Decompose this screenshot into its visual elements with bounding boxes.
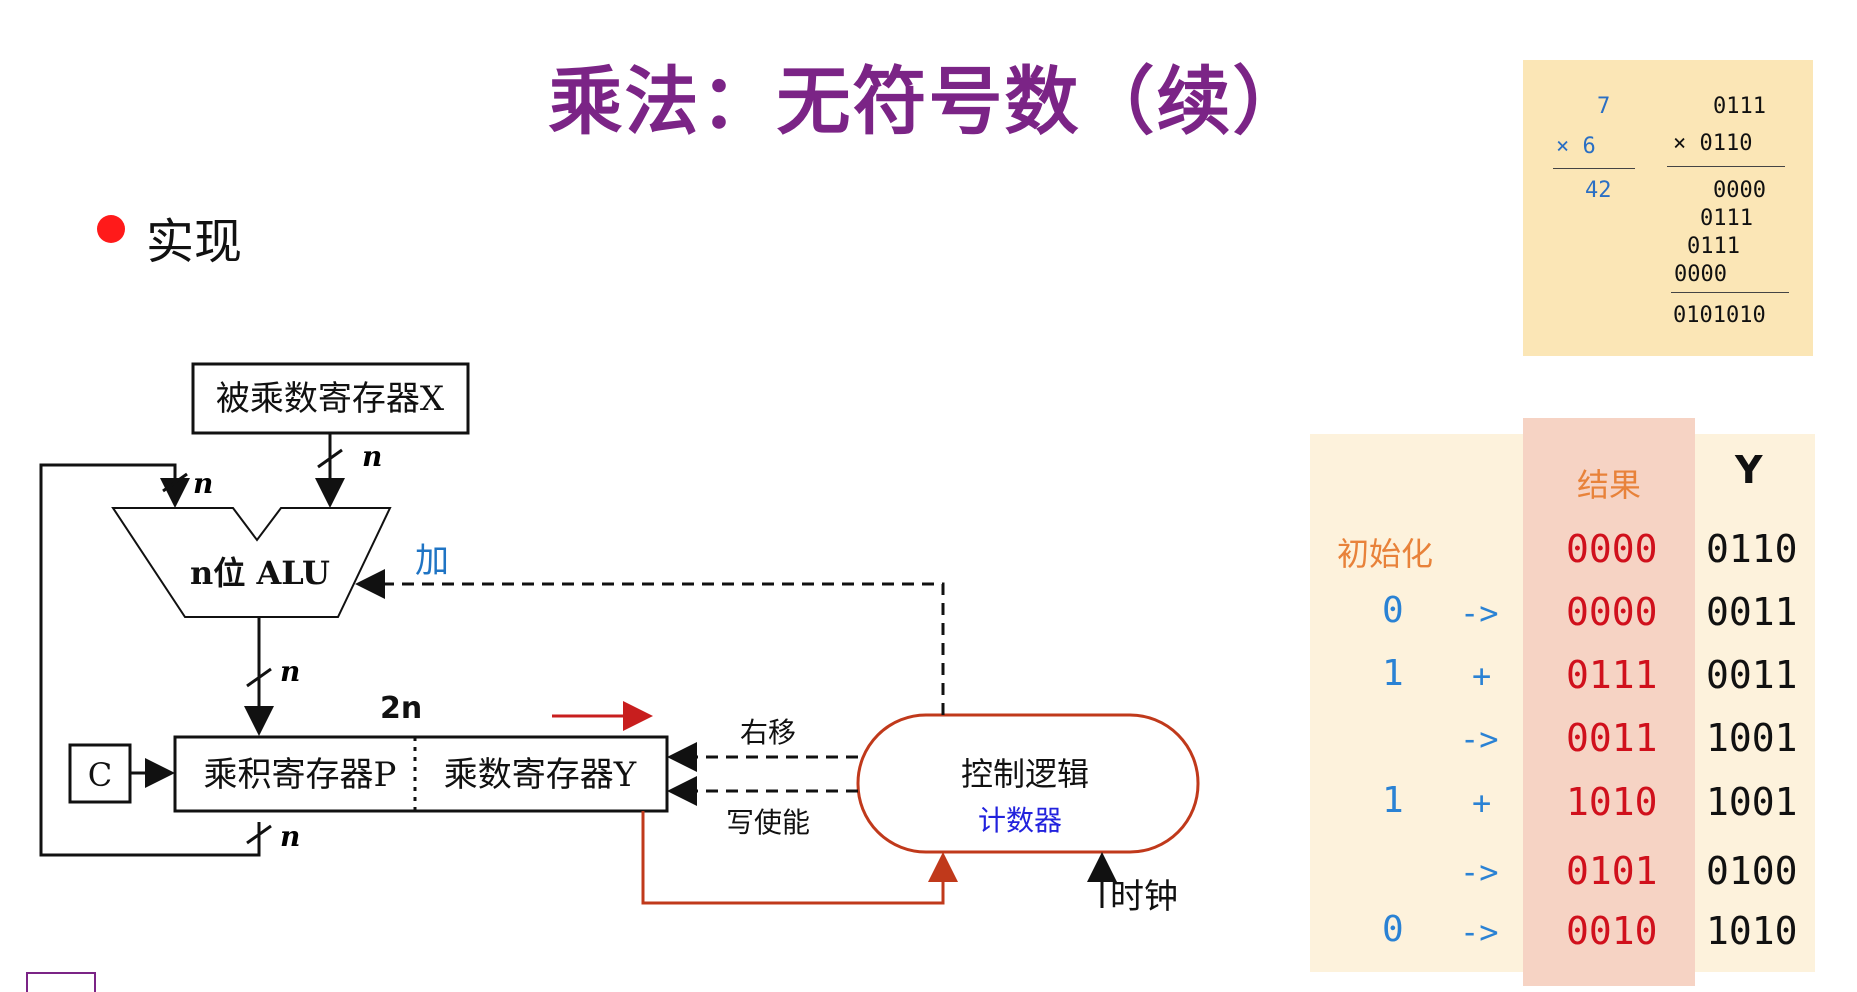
trace-row-op: ->	[1460, 853, 1499, 891]
decimal-product: 42	[1585, 178, 1612, 203]
trace-row-result: 0000	[1566, 590, 1658, 634]
binary-product: 0101010	[1673, 303, 1766, 328]
trace-row-bit: 0	[1382, 909, 1404, 950]
width-label-x: n	[362, 440, 382, 473]
clock-label: 时钟	[1110, 877, 1178, 917]
trace-row-op: ->	[1460, 913, 1499, 951]
page-title: 乘法：无符号数（续）	[548, 59, 1309, 145]
trace-row-result: 1010	[1566, 780, 1658, 824]
binary-partial-1: 0000	[1713, 178, 1766, 203]
trace-header-y: Y	[1735, 448, 1763, 492]
trace-row-result: 0101	[1566, 849, 1658, 893]
bullet-text: 实现	[146, 214, 243, 270]
university-logo	[26, 972, 96, 992]
register-p-label: 乘积寄存器P	[204, 755, 397, 795]
register-x-label: 被乘数寄存器X	[216, 379, 445, 419]
decimal-multiplier: × 6	[1556, 134, 1596, 159]
control-logic-box	[856, 713, 1200, 854]
multiplier-diagram: 被乘数寄存器X n n位 ALU n n n 2n C 乘积寄存器P 乘数寄存器…	[39, 362, 1200, 917]
binary-multiplier: × 0110	[1673, 131, 1753, 156]
trace-row-result: 0010	[1566, 909, 1658, 953]
trace-row-y: 0110	[1706, 527, 1798, 571]
add-signal-label: 加	[415, 541, 449, 581]
register-y-label: 乘数寄存器Y	[444, 755, 637, 795]
width-label-2n: 2n	[380, 691, 422, 726]
trace-row-y: 0011	[1706, 590, 1798, 634]
multiplication-example: 7 × 6 42 0111 × 0110 0000 0111 0111 0000…	[1523, 60, 1813, 356]
trace-row-label: 初始化	[1337, 535, 1434, 573]
trace-row-result: 0111	[1566, 653, 1658, 697]
counter-label: 计数器	[978, 804, 1062, 837]
trace-row-result: 0011	[1566, 716, 1658, 760]
trace-row-bit: 0	[1382, 590, 1404, 631]
binary-partial-4: 0000	[1674, 262, 1727, 287]
width-label-feedback: n	[193, 467, 213, 500]
trace-row-y: 0011	[1706, 653, 1798, 697]
trace-row-y: 1001	[1706, 716, 1798, 760]
trace-result-column-bg	[1523, 418, 1695, 986]
trace-row-op: ->	[1460, 594, 1499, 632]
carry-label: C	[88, 756, 112, 794]
trace-row-y: 1001	[1706, 780, 1798, 824]
trace-row-op: +	[1472, 657, 1492, 695]
trace-row-bit: 1	[1382, 653, 1404, 694]
trace-row-y: 1010	[1706, 909, 1798, 953]
width-label-alu-out: n	[280, 655, 300, 688]
binary-partial-2: 0111	[1700, 206, 1753, 231]
decimal-multiplicand: 7	[1597, 94, 1611, 119]
alu-label: n位 ALU	[190, 554, 330, 592]
alu-shape	[111, 507, 392, 618]
bullet-dot	[97, 215, 125, 243]
trace-row-y: 0100	[1706, 849, 1798, 893]
width-label-p-out: n	[280, 820, 300, 853]
write-enable-label: 写使能	[726, 806, 810, 839]
shift-right-label: 右移	[740, 716, 796, 749]
trace-header-result: 结果	[1577, 466, 1642, 504]
trace-row-op: ->	[1460, 720, 1499, 758]
trace-row-bit: 1	[1382, 780, 1404, 821]
binary-multiplicand: 0111	[1713, 94, 1766, 119]
register-py-box	[173, 735, 669, 813]
trace-row-result: 0000	[1566, 527, 1658, 571]
register-x-box	[191, 362, 470, 435]
trace-row-op: +	[1472, 784, 1492, 822]
carry-box	[68, 743, 132, 804]
binary-partial-3: 0111	[1687, 234, 1740, 259]
control-logic-label: 控制逻辑	[961, 755, 1089, 793]
